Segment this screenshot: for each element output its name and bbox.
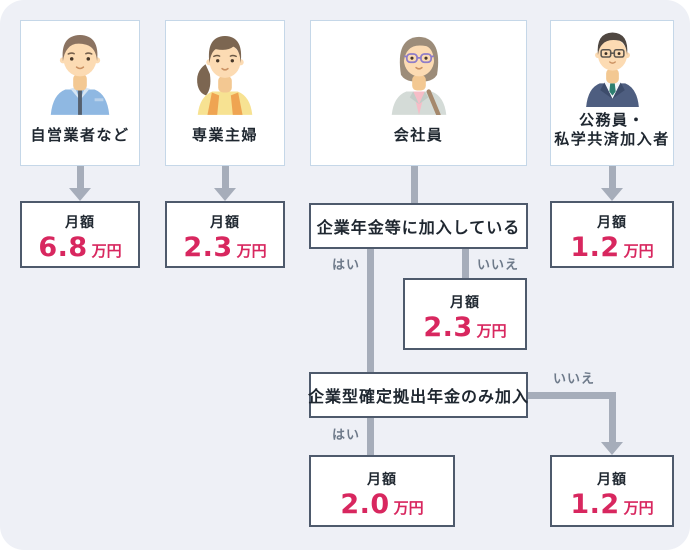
amount-value: 6.8 xyxy=(38,232,88,263)
arrow-down-icon xyxy=(601,442,623,455)
decision-corporate-pension-text: 企業年金等に加入している xyxy=(316,218,521,237)
amount-unit: 万円 xyxy=(476,322,507,340)
housewife-woman-icon xyxy=(187,29,263,115)
card-company-employee: 会社員 xyxy=(310,20,527,166)
connector-q2-yes xyxy=(367,418,374,455)
civil-servant-man-icon xyxy=(577,27,648,107)
connector-q2-no-horizontal xyxy=(528,392,612,399)
arrow-civil-servant-shaft xyxy=(608,166,616,189)
q1-yes-label: はい xyxy=(332,258,361,273)
q2-yes-label: はい xyxy=(332,428,361,443)
amount-value: 1.2 xyxy=(570,232,620,263)
connector-q2-no-vertical xyxy=(608,392,616,442)
arrow-down-icon xyxy=(69,188,91,201)
amount-prefix: 月額 xyxy=(597,472,627,488)
company-employee-woman-icon xyxy=(381,29,457,118)
arrow-down-icon xyxy=(214,188,236,201)
amount-prefix: 月額 xyxy=(367,472,397,488)
card-housewife: 専業主婦 xyxy=(165,20,285,166)
amount-prefix: 月額 xyxy=(450,295,480,311)
card-self-employed: 自営業者など xyxy=(20,20,140,166)
amount-prefix: 月額 xyxy=(210,215,240,231)
amount-value: 2.3 xyxy=(423,312,473,343)
self-employed-man-icon xyxy=(42,29,118,115)
decision-corporate-dc-only-text: 企業型確定拠出年金のみ加入 xyxy=(308,387,530,406)
amount-unit: 万円 xyxy=(91,242,122,260)
card-self-employed-label: 自営業者など xyxy=(30,126,130,144)
connector-q1-yes xyxy=(367,249,374,372)
arrow-self-employed-shaft xyxy=(76,166,84,189)
card-housewife-label: 専業主婦 xyxy=(191,126,258,144)
connector-company-to-q1 xyxy=(411,166,418,204)
card-civil-servant-label-line1: 公務員・ xyxy=(578,111,645,129)
amount-unit: 万円 xyxy=(623,242,654,260)
arrow-down-icon xyxy=(601,188,623,201)
card-company-employee-label: 会社員 xyxy=(393,126,444,144)
amount-unit: 万円 xyxy=(236,242,267,260)
amount-value: 2.0 xyxy=(340,489,390,520)
amount-unit: 万円 xyxy=(623,499,654,517)
q2-no-label: いいえ xyxy=(553,372,596,387)
amount-value: 2.3 xyxy=(183,232,233,263)
q1-no-label: いいえ xyxy=(477,258,520,273)
arrow-housewife-shaft xyxy=(221,166,229,189)
connector-q1-no xyxy=(462,249,469,278)
amount-prefix: 月額 xyxy=(597,215,627,231)
decision-corporate-dc-only: 企業型確定拠出年金のみ加入 xyxy=(308,372,530,418)
decision-corporate-pension: 企業年金等に加入している xyxy=(309,203,528,249)
amount-prefix: 月額 xyxy=(65,215,95,231)
amount-value: 1.2 xyxy=(570,489,620,520)
card-civil-servant: 公務員・ 私学共済加入者 xyxy=(550,20,674,166)
amount-unit: 万円 xyxy=(393,499,424,517)
card-civil-servant-label: 公務員・ 私学共済加入者 xyxy=(554,111,670,149)
card-civil-servant-label-line2: 私学共済加入者 xyxy=(554,129,670,148)
